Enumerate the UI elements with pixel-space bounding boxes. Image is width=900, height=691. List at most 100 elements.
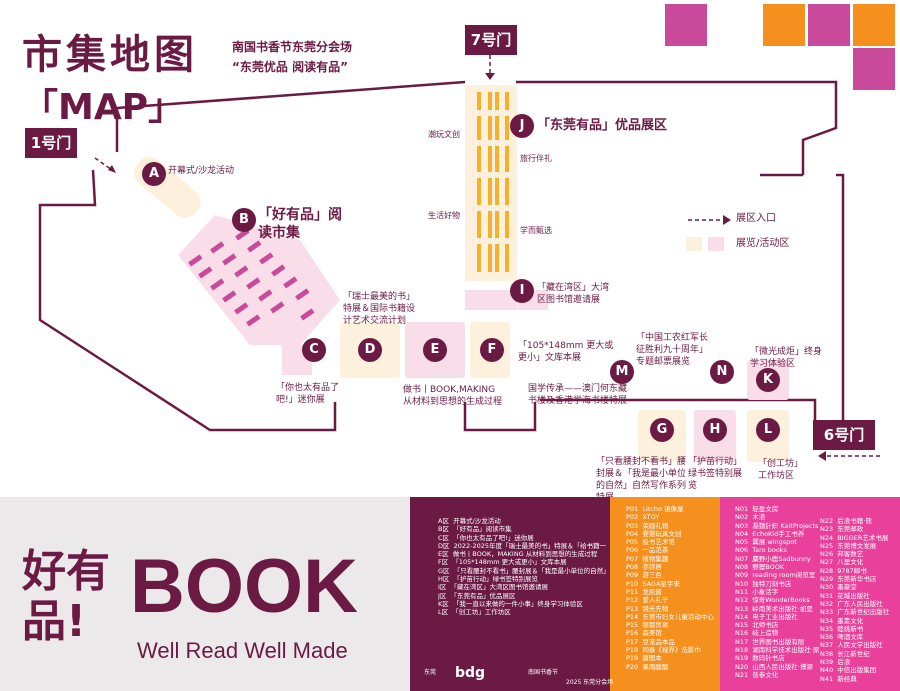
- bottom-banner: 好有品! BOOK Well Read Well Made A区 开幕式/沙龙活…: [0, 497, 900, 691]
- n-list-item: N34 墨素文化: [820, 616, 864, 625]
- gate-6: 6号门: [813, 420, 875, 450]
- n-list-item: N36 啤酒文库: [820, 633, 864, 642]
- zone-marker-e: E: [423, 338, 447, 362]
- p-list-item: P01 Litcho 镜像屋: [626, 505, 684, 513]
- n-list-item: N30 墨豪堂: [820, 583, 857, 592]
- event-slogan: “东莞优品 阅读有品”: [232, 60, 348, 74]
- p-list-item: P06 一品范茶: [626, 546, 669, 555]
- zone-marker-m: M: [610, 360, 634, 384]
- decor-square: [763, 4, 805, 46]
- zone-j-label: 「东莞有品」优品展区: [537, 118, 668, 133]
- n-list-item: N07 麋野小鹿Sadbunny: [735, 554, 811, 563]
- n-list-item: N17 世界图书出版有限: [735, 637, 805, 646]
- n-list-item: N21 普参文化: [735, 670, 779, 679]
- p-list-item: P05 极书艺术馆: [626, 538, 675, 547]
- n-list-item: N11 小象活字: [735, 587, 779, 596]
- tagline: Well Read Well Made: [137, 638, 348, 663]
- n-list-item: N41 新经典: [820, 674, 857, 683]
- n-list-item: N38 长江新世纪: [820, 649, 870, 658]
- zone-list-item: A区 开幕式/沙龙活动: [438, 517, 501, 525]
- zone-marker-k: K: [756, 368, 780, 392]
- n-list-item: N03 凝魏针织 KaitProjects: [735, 521, 819, 530]
- p-list-item: P07 植物集趣: [626, 554, 669, 563]
- n-list-item: N20 山西人民出版社·博源: [735, 662, 813, 671]
- event-name: 南国书香节东莞分会场: [232, 40, 353, 54]
- zone-m-label: 国学传承——澳门何东藏书楼及香港学海书楼特展: [528, 384, 628, 406]
- zone-list-item: K区 「我一直以来做的一件小事」终身学习体验区: [438, 599, 583, 608]
- zone-h-label: 「护苗行动」绿书签特别展览: [688, 457, 743, 491]
- n-list-item: N14 电子工业出版社: [735, 612, 798, 621]
- p-list-item: P18 同泰《视界》洗影巾: [626, 646, 701, 655]
- n-list-item: N26 邦客数艺: [820, 550, 864, 559]
- zone-l-label: 「创工坊」工作坊区: [758, 459, 804, 481]
- p-list-item: P14 东莞市妇女儿童活动中心: [626, 612, 714, 621]
- banner-n-list-bg: [720, 497, 900, 691]
- n-list-item: N01 轻盈文房: [735, 505, 779, 513]
- p-list-item: P04 婴婴玩具文创: [626, 529, 682, 538]
- logo-bdg: bdg: [455, 665, 486, 681]
- zone-list-item: G区 「只看腰封不看书」腰封展＆「我是最小单位的自然」自然写作系列特展: [438, 566, 606, 575]
- zone-marker-g: G: [650, 418, 674, 442]
- entrance-arrows: [94, 55, 880, 457]
- logo-dongguan: 东莞: [424, 669, 437, 676]
- banner-p-list-bg: [610, 497, 720, 691]
- zone-j-sub-3: 生活好物: [428, 211, 460, 220]
- n-list-item: N09 reading room阅览室: [735, 571, 816, 580]
- zone-list-item: J区 「东莞有品」优品展区: [438, 591, 516, 600]
- zone-list-item: E区 做书丨BOOK，MAKING 从材料到思想的生成过程: [438, 550, 598, 559]
- p-list-item: P08 弥弥居: [626, 563, 662, 572]
- logo-nanguo: 南国书香节: [528, 669, 559, 676]
- n-list-item: N04 EchoKid手工书养: [735, 529, 805, 538]
- p-list-item: P17 豆宠品本品: [626, 637, 675, 646]
- gate-7: 7号门: [465, 25, 517, 55]
- zone-d-label: 「瑞士最美的书」特展＆国际书籍设计艺术交流计划: [343, 292, 416, 326]
- n-list-item: N31 花城出版社: [820, 591, 870, 600]
- legend-swatch-cream: [686, 237, 702, 251]
- n-list-item: N08 野狸BOOK: [735, 563, 785, 572]
- book-logo: BOOK: [130, 544, 358, 629]
- zone-j-sub-4: 学而甄选: [520, 226, 552, 235]
- zone-marker-c: C: [302, 338, 326, 362]
- zone-marker-a: A: [142, 162, 166, 186]
- n-list-item: N18 湖南科学技术出版社·原力: [735, 646, 819, 655]
- zone-list-item: B区 「好有品」阅读市集: [438, 525, 512, 534]
- n-list-item: N19 数码针书店: [735, 654, 785, 663]
- p-list-item: P03 荣圆礼物: [626, 521, 669, 530]
- book-logo-text: BOOK: [130, 544, 358, 629]
- zone-marker-b: B: [232, 208, 256, 232]
- p-list-item: P10 SAGA星宇来: [626, 579, 680, 588]
- zone-n-label: 「中国工农红军长征胜利九十周年」专题邮票展览: [636, 333, 709, 367]
- j-booth-gaps: [470, 110, 515, 244]
- n-list-item: N22 后浪书籍·熊: [820, 517, 872, 525]
- n-list-item: N10 独特刀刻书店: [735, 579, 792, 588]
- zone-de-label: 做书丨BOOK,MAKING 从材料到思想的生成过程: [403, 385, 503, 407]
- p-list-item: P20 果雨酸酸: [626, 662, 669, 671]
- banner-left-bg: [0, 497, 410, 691]
- zone-k-label: 「微光成炬」终身学习体验区: [750, 347, 823, 369]
- big-slogan: 好有品!: [22, 546, 110, 647]
- n-list-item: N23 东莞邮政: [820, 525, 864, 534]
- legend-exhibit-area: 展览/活动区: [736, 238, 790, 249]
- n-list-item: N25 东莞博文发展: [820, 541, 877, 550]
- p-list-item: P15 银都贸易: [626, 621, 669, 630]
- zone-a-label: 开幕式/沙龙活动: [168, 166, 235, 176]
- zone-i-label: 「藏在湾区」大湾区图书馆邀请展: [537, 283, 610, 305]
- banner-zone-list-bg: [410, 497, 610, 691]
- p-list-item: P19 唐图本: [626, 654, 662, 663]
- p-list-item: P11 龙凯酱: [626, 587, 662, 596]
- gate-1: 1号门: [25, 128, 77, 158]
- n-list-item: N24 BIGGER艺术书展: [820, 533, 889, 542]
- decor-square: [853, 48, 895, 90]
- arrow-heads: [108, 73, 826, 461]
- p-list-item: P16 森美馆: [626, 629, 662, 638]
- zone-list-item: L区 「创工坊」工作坊区: [438, 608, 511, 617]
- decor-square: [853, 4, 895, 46]
- n-list-item: N13 岭南美术出版社·如是: [735, 604, 813, 613]
- n-list-item: N15 北师书店: [735, 621, 779, 630]
- page-title: 市集地图: [22, 32, 198, 78]
- n-list-item: N27 八里文化: [820, 558, 864, 567]
- n-list-item: N33 广东新世纪出版社: [820, 608, 890, 617]
- zone-b-label: 「好有品」阅读市集: [258, 207, 342, 241]
- zone-j-sub-2: 旅行伴礼: [520, 154, 552, 163]
